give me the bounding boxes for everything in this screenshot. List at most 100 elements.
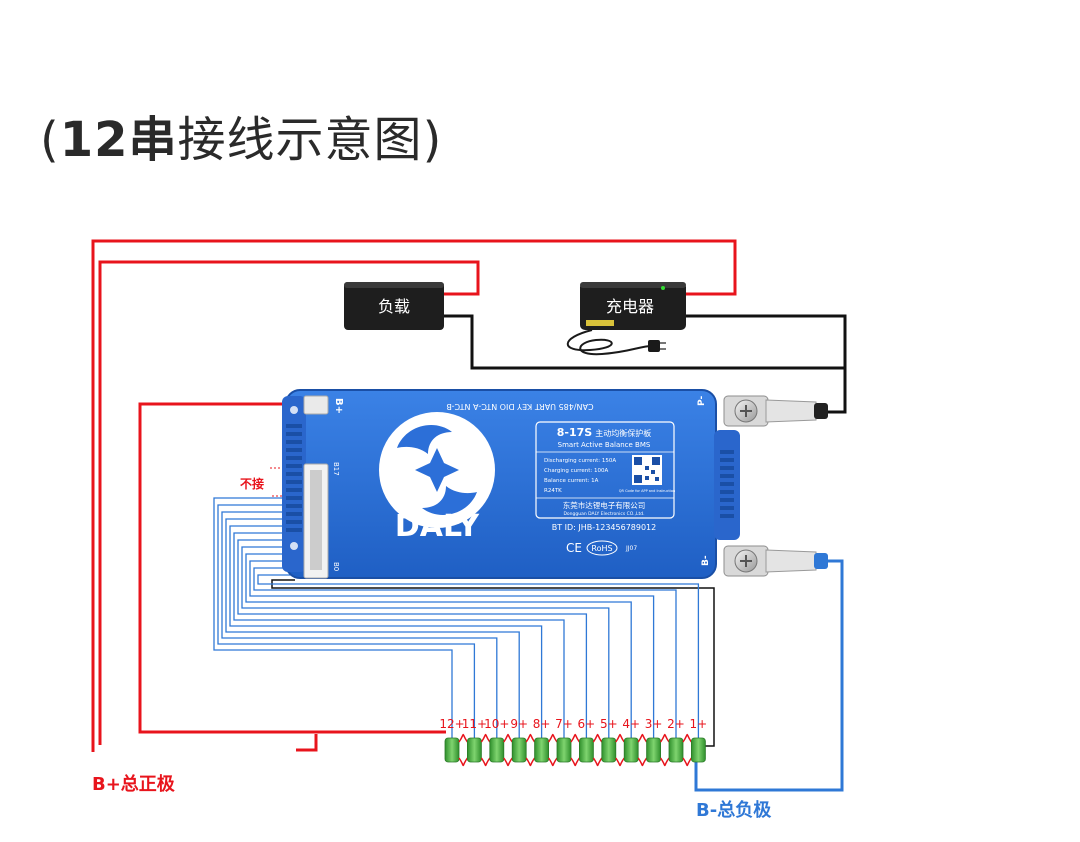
spec-line: Charging current: 100A	[544, 468, 609, 474]
charger-sticker-icon	[586, 320, 614, 326]
cell-tap-label: 12+	[439, 717, 464, 731]
charger-label: 充电器	[606, 297, 654, 316]
series-link	[659, 757, 670, 767]
bminus-total-label: B-总负极	[696, 799, 772, 821]
sense-wire	[253, 567, 677, 738]
title-open-paren: (	[40, 112, 60, 168]
battery-cell	[623, 737, 639, 763]
b0-sense-wire	[271, 579, 715, 747]
black-wires	[271, 314, 847, 747]
blue-wires	[694, 559, 844, 792]
sense-wire	[213, 497, 453, 738]
series-link	[547, 733, 558, 743]
cell-tap-label: 6+	[578, 717, 596, 731]
sense-wire	[233, 532, 565, 738]
sense-harness	[213, 497, 700, 738]
series-link	[592, 757, 603, 767]
page-title: (12串接线示意图)	[40, 100, 442, 170]
battery-cell	[556, 737, 572, 763]
series-link	[659, 733, 670, 743]
series-link	[458, 733, 469, 743]
cell-tap-label: 10+	[484, 717, 509, 731]
title-close-paren: )	[422, 112, 443, 168]
cell-tap-label: 5+	[600, 717, 618, 731]
series-link	[525, 733, 536, 743]
battery-cell	[668, 737, 684, 763]
bt-id: BT ID: JHB-123456789012	[552, 523, 657, 532]
bms-model-cn: 主动均衡保护板	[595, 428, 651, 438]
rohs-mark: RoHS	[591, 544, 612, 553]
load-device: 负载	[344, 282, 444, 330]
charger-led-icon	[661, 286, 665, 290]
bms-header-labels: CAN/485 UART KEY DIO NTC-A NTC-B	[446, 402, 593, 411]
battery-cell	[534, 737, 549, 763]
b17-label: B17	[332, 462, 340, 476]
battery-cell	[466, 737, 482, 763]
sense-wire	[221, 511, 498, 738]
load-positive-wire	[98, 260, 480, 745]
bplus-total-lead	[296, 734, 318, 752]
bplus-port-wire	[138, 402, 446, 734]
sense-wire	[241, 546, 610, 738]
sense-wire	[237, 539, 588, 738]
pminus-terminal	[723, 395, 828, 427]
series-link	[682, 733, 693, 743]
cell-tap-label: 9+	[510, 717, 528, 731]
series-link	[682, 757, 693, 767]
red-wires	[91, 239, 737, 752]
series-link	[503, 757, 513, 767]
series-link	[525, 757, 536, 767]
spec-line: Discharging current: 150A	[544, 458, 616, 464]
series-link	[480, 733, 491, 743]
charger-device: 充电器	[566, 282, 686, 356]
sense-wire	[229, 525, 543, 738]
bminus-label: B-	[701, 555, 711, 566]
load-negative-wire	[444, 314, 845, 370]
not-connected-label: 不接	[240, 476, 264, 491]
plug-icon	[648, 340, 660, 352]
series-link	[480, 757, 491, 767]
series-link	[592, 733, 603, 743]
sense-wire	[217, 504, 476, 738]
sense-wire	[249, 560, 655, 738]
bminus-total-wire	[694, 559, 844, 792]
series-link	[503, 733, 513, 743]
cell-tap-label: 7+	[555, 717, 573, 731]
bplus-port-label: B+	[333, 398, 344, 414]
series-link	[547, 757, 558, 767]
qr-code-icon	[632, 455, 662, 485]
bplus-port	[303, 395, 329, 415]
daly-logo-icon	[379, 412, 495, 528]
cell-tap-label: 8+	[533, 717, 551, 731]
title-text: 接线示意图	[177, 112, 423, 168]
series-link	[458, 757, 469, 767]
bms-model: 8-17S	[557, 426, 593, 439]
cell-tap-label: 3+	[645, 717, 663, 731]
series-link	[615, 733, 625, 743]
battery-cell	[691, 737, 706, 763]
batch-code: JJ07	[625, 545, 637, 552]
battery-cell	[489, 737, 505, 763]
sense-wire	[257, 574, 700, 738]
charger-cable-icon	[566, 329, 653, 356]
bms-brand: DALY	[395, 509, 481, 544]
spec-line: Balance current: 1A	[544, 478, 599, 484]
spec-line: R24TK	[544, 488, 562, 494]
company-cn: 东莞市达锂电子有限公司	[563, 500, 646, 510]
sense-wire	[225, 518, 520, 738]
battery-cells	[444, 733, 706, 767]
bminus-terminal	[723, 545, 828, 577]
battery-cell	[579, 737, 594, 763]
cell-tap-label: 11+	[462, 717, 487, 731]
cell-tap-labels: 12+11+10+9+8+7+6+5+4+3+2+1+	[439, 717, 707, 731]
b0-label: B0	[332, 562, 340, 571]
company-en: Dongguan DALY Electronics CO.,Ltd.	[563, 511, 644, 517]
bplus-total-label: B+总正极	[92, 773, 176, 795]
load-label: 负载	[378, 297, 410, 316]
bms-model-en: Smart Active Balance BMS	[558, 441, 651, 449]
cell-tap-label: 1+	[690, 717, 708, 731]
series-link	[637, 757, 648, 767]
cell-tap-label: 4+	[622, 717, 640, 731]
bms-board: B+ B17 B0 CAN/485 UART KEY DIO NTC-A NTC…	[282, 389, 740, 579]
